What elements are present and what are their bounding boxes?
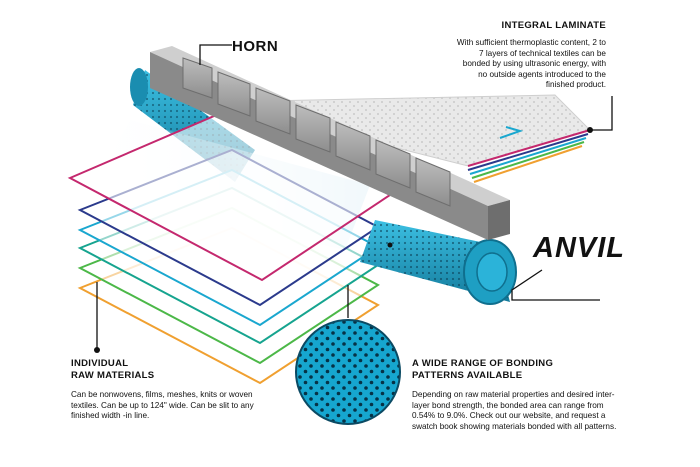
raw-material-layers xyxy=(67,108,392,385)
raw-callout-dot xyxy=(94,347,100,353)
raw-materials-callout: INDIVIDUAL RAW MATERIALS Can be nonwoven… xyxy=(71,358,261,422)
bonding-patterns-title-1: A WIDE RANGE OF BONDING xyxy=(412,358,554,369)
bonding-patterns-title-2: PATTERNS AVAILABLE xyxy=(412,370,523,381)
integral-laminate-title: INTEGRAL LAMINATE xyxy=(501,20,606,31)
integral-laminate-callout: INTEGRAL LAMINATE With sufficient thermo… xyxy=(456,20,606,91)
raw-materials-text: Can be nonwovens, films, meshes, knits o… xyxy=(71,390,254,421)
integral-laminate-text: With sufficient thermoplastic content, 2… xyxy=(456,38,606,90)
anvil-callout-dot xyxy=(387,242,393,248)
anvil-roller xyxy=(360,220,517,305)
raw-materials-title-1: INDIVIDUAL xyxy=(71,358,129,369)
horn-bar xyxy=(150,46,510,240)
bonding-patterns-callout: A WIDE RANGE OF BONDING PATTERNS AVAILAB… xyxy=(412,358,627,432)
bonding-patterns-text: Depending on raw material properties and… xyxy=(412,390,617,431)
laminate-callout-dot xyxy=(587,127,593,133)
raw-materials-title-2: RAW MATERIALS xyxy=(71,370,155,381)
callout-lines xyxy=(96,44,613,350)
anvil-label: ANVIL xyxy=(533,232,625,264)
bonding-pattern-swatch xyxy=(295,319,401,425)
horn-label: HORN xyxy=(232,38,279,55)
